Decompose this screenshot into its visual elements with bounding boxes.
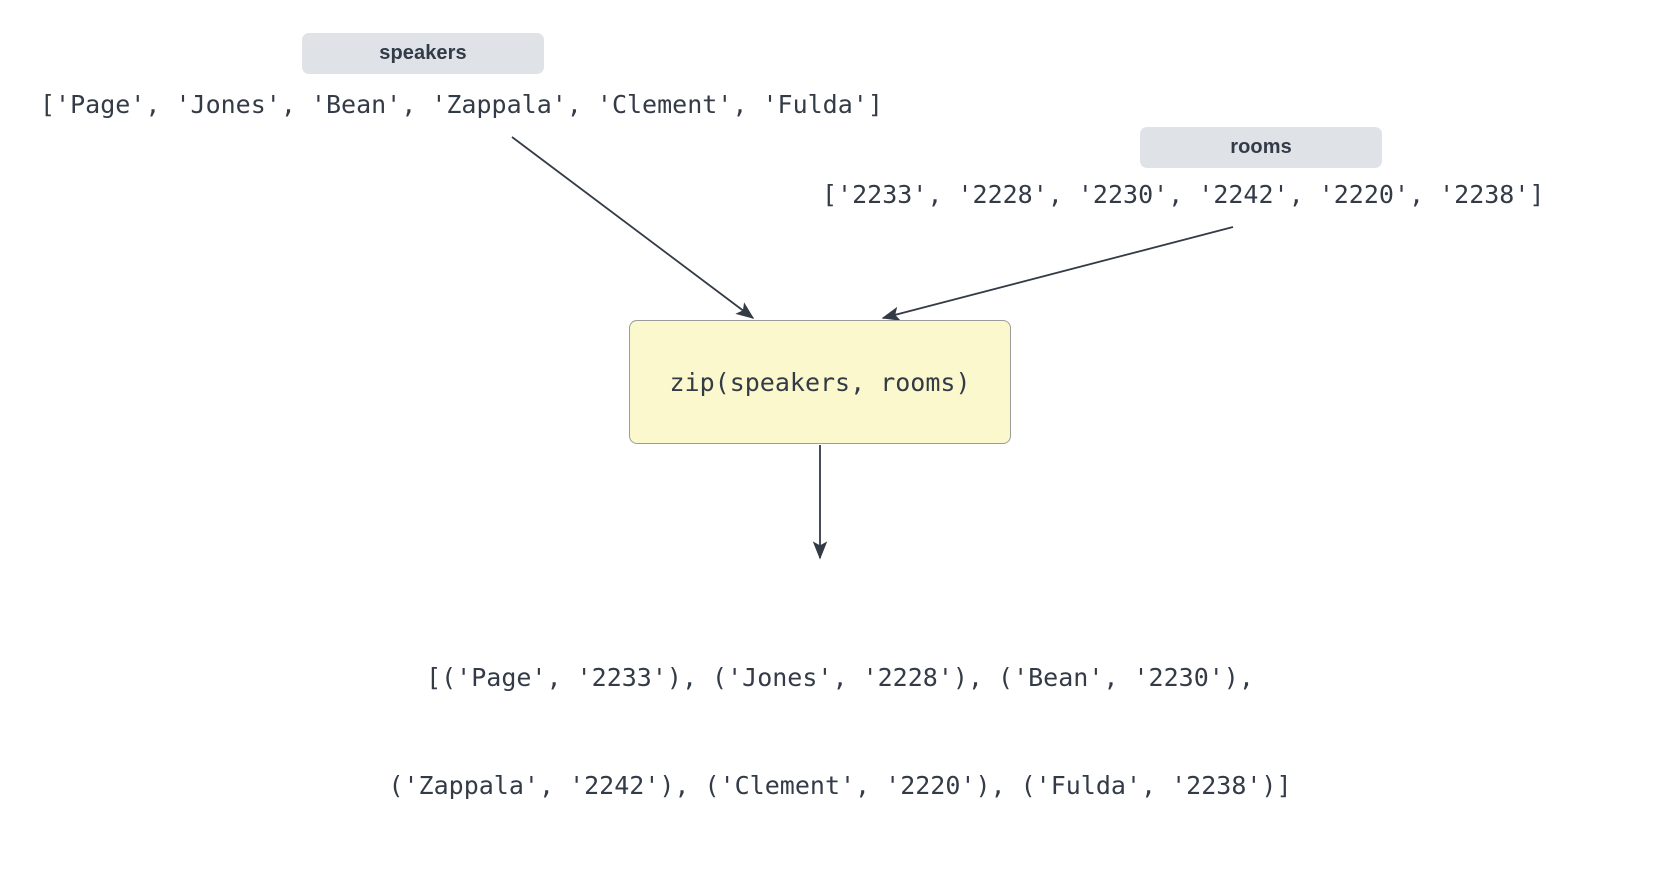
zip-process-box: zip(speakers, rooms) [629,320,1011,444]
arrow-rooms-to-zip [881,226,1234,321]
diagram-canvas: speakers ['Page', 'Jones', 'Bean', 'Zapp… [40,33,1545,800]
rooms-list-value: ['2233', '2228', '2230', '2242', '2220',… [822,180,1545,209]
zip-expression: zip(speakers, rooms) [669,367,971,397]
output-line-2: ('Zappala', '2242'), ('Clement', '2220')… [388,771,1292,800]
speakers-list-value: ['Page', 'Jones', 'Bean', 'Zappala', 'Cl… [40,90,883,119]
arrow-speakers-to-zip [511,136,755,319]
label-rooms: rooms [1140,127,1382,168]
label-speakers: speakers [302,33,544,74]
output-line-1: [('Page', '2233'), ('Jones', '2228'), ('… [426,663,1254,692]
output-list: [('Page', '2233'), ('Jones', '2228'), ('… [340,588,1340,876]
